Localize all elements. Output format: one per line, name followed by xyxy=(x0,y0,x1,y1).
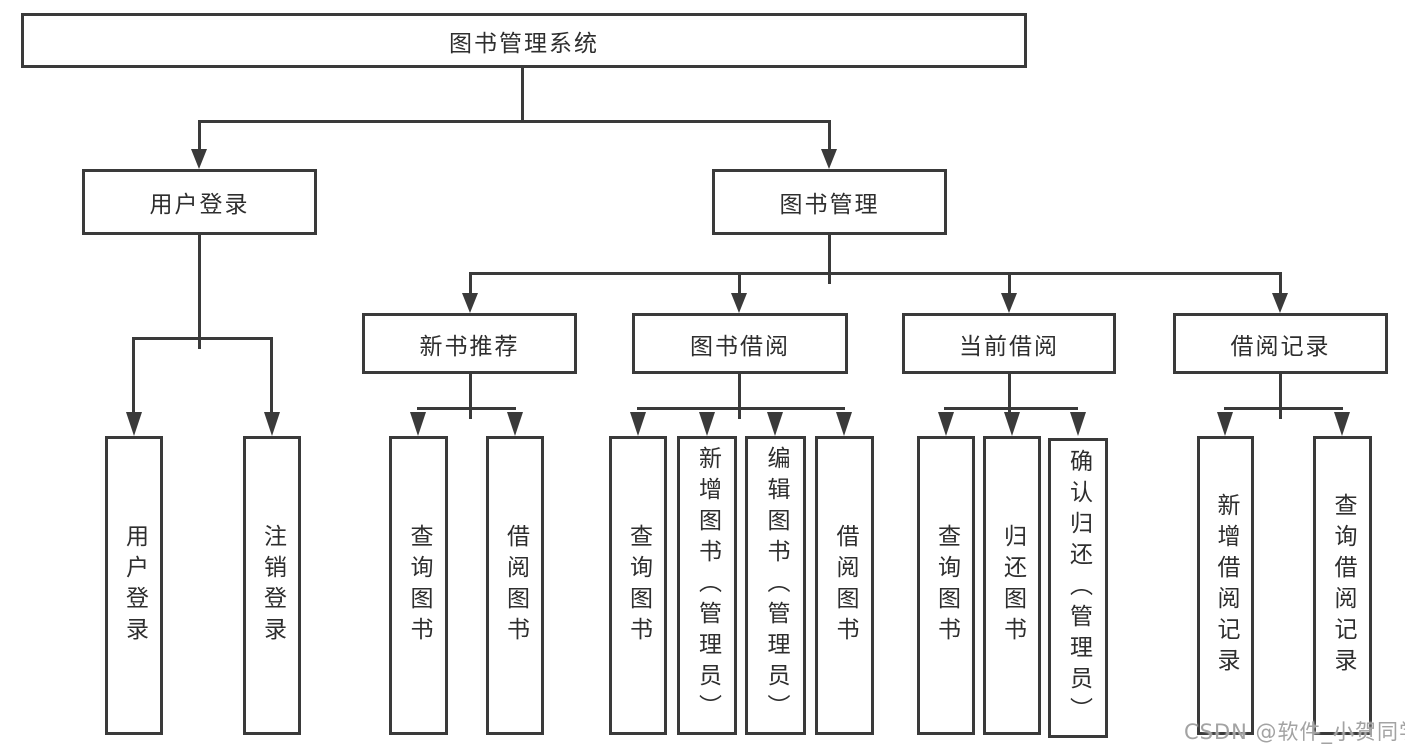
node-current-borrowing: 当前借阅 xyxy=(902,313,1116,374)
leaf-borrow-books-recommend: 借阅图书 xyxy=(486,436,544,735)
edge-line xyxy=(1279,272,1282,296)
edge-line xyxy=(1279,374,1282,407)
arrow-down-icon xyxy=(836,412,852,436)
arrow-down-icon xyxy=(1272,293,1288,313)
leaf-query-borrow-record: 查询借阅记录 xyxy=(1313,436,1372,735)
leaf-add-book-admin: 新增图书（管理员） xyxy=(677,436,737,735)
leaf-add-borrow-record: 新增借阅记录 xyxy=(1197,436,1254,735)
edge-line xyxy=(637,407,845,410)
arrow-down-icon xyxy=(126,412,142,436)
edge-line xyxy=(469,272,472,296)
node-new-book-recommendation: 新书推荐 xyxy=(362,313,577,374)
edge-line xyxy=(738,374,741,407)
edge-line xyxy=(1008,374,1011,407)
watermark: CSDN @软件_小贺同学 xyxy=(1184,720,1405,744)
arrow-down-icon xyxy=(1001,293,1017,313)
arrow-down-icon xyxy=(1334,412,1350,436)
leaf-borrow-books: 借阅图书 xyxy=(815,436,874,735)
edge-line xyxy=(417,407,516,410)
leaf-query-books-recommend: 查询图书 xyxy=(389,436,448,735)
edge-line xyxy=(469,407,472,419)
node-borrowing-records: 借阅记录 xyxy=(1173,313,1388,374)
edge-line xyxy=(1279,407,1282,419)
arrow-down-icon xyxy=(191,149,207,169)
arrow-down-icon xyxy=(264,412,280,436)
arrow-down-icon xyxy=(507,412,523,436)
edge-line xyxy=(198,235,201,337)
edge-line xyxy=(270,337,273,415)
edge-line xyxy=(198,120,831,123)
arrow-down-icon xyxy=(767,412,783,436)
edge-line xyxy=(738,272,741,296)
leaf-confirm-return-admin: 确认归还（管理员） xyxy=(1048,438,1108,738)
edge-line xyxy=(828,235,831,272)
edge-line xyxy=(132,337,135,415)
leaf-query-books-borrow: 查询图书 xyxy=(609,436,667,735)
arrow-down-icon xyxy=(630,412,646,436)
leaf-user-login: 用户登录 xyxy=(105,436,163,735)
arrow-down-icon xyxy=(1217,412,1233,436)
edge-line xyxy=(132,337,273,340)
edge-line xyxy=(944,407,1078,410)
arrow-down-icon xyxy=(462,293,478,313)
arrow-down-icon xyxy=(1070,412,1086,436)
edge-line xyxy=(469,374,472,407)
edge-line xyxy=(1008,272,1011,296)
edge-line xyxy=(828,272,831,284)
arrow-down-icon xyxy=(1004,412,1020,436)
leaf-return-books: 归还图书 xyxy=(983,436,1041,735)
edge-line xyxy=(738,407,741,419)
arrow-down-icon xyxy=(410,412,426,436)
arrow-down-icon xyxy=(731,293,747,313)
edge-line xyxy=(828,120,831,154)
edge-line xyxy=(521,68,524,120)
node-user-login: 用户登录 xyxy=(82,169,317,235)
node-book-management: 图书管理 xyxy=(712,169,947,235)
arrow-down-icon xyxy=(938,412,954,436)
leaf-query-books-current: 查询图书 xyxy=(917,436,975,735)
leaf-edit-book-admin: 编辑图书（管理员） xyxy=(745,436,806,735)
edge-line xyxy=(198,120,201,154)
edge-line xyxy=(198,337,201,349)
arrow-down-icon xyxy=(699,412,715,436)
node-root: 图书管理系统 xyxy=(21,13,1027,68)
node-book-borrowing: 图书借阅 xyxy=(632,313,848,374)
leaf-logout: 注销登录 xyxy=(243,436,301,735)
edge-line xyxy=(469,272,1282,275)
edge-line xyxy=(1224,407,1343,410)
arrow-down-icon xyxy=(821,149,837,169)
